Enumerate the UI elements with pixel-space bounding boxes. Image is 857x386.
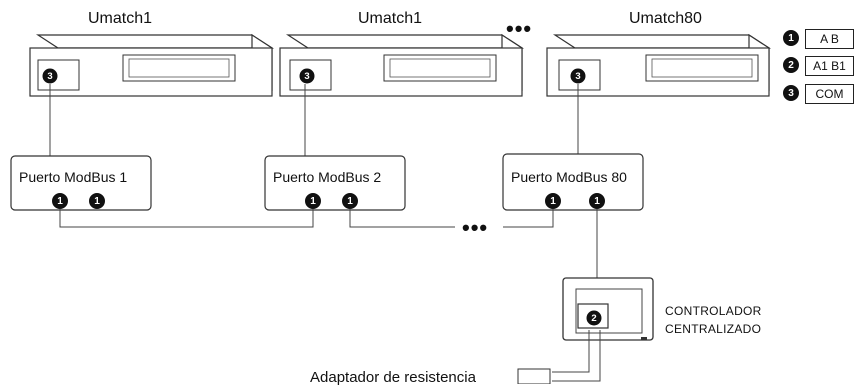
svg-text:3: 3 (575, 71, 580, 82)
port-box-1 (10, 155, 152, 211)
bus-wire-2-out (349, 209, 455, 228)
svg-text:1: 1 (94, 196, 100, 207)
indoor-unit-1 (29, 33, 275, 97)
units-ellipsis: ••• (506, 16, 533, 41)
port-2-terminal-marker-2: 1 (342, 193, 358, 209)
central-controller (562, 277, 654, 341)
svg-text:3: 3 (788, 88, 794, 99)
bus-wire-in-3 (503, 209, 554, 228)
port-label-2: Puerto ModBus 2 (273, 169, 382, 185)
svg-text:3: 3 (47, 71, 52, 82)
unit-2-com-marker: 3 (299, 68, 315, 84)
unit-label-2: Umatch1 (358, 10, 423, 27)
indoor-unit-2 (279, 33, 525, 97)
legend-box-1: A B (805, 29, 854, 49)
unit-label-1: Umatch1 (88, 10, 153, 27)
svg-text:1: 1 (347, 196, 353, 207)
port-3-terminal-marker-2: 1 (589, 193, 605, 209)
svg-text:1: 1 (594, 196, 600, 207)
svg-text:3: 3 (304, 71, 309, 82)
legend-marker-2: 2 (783, 57, 799, 73)
unit-label-3: Umatch80 (629, 10, 702, 27)
port-1-terminal-marker-2: 1 (89, 193, 105, 209)
svg-text:1: 1 (788, 33, 794, 44)
port-1-terminal-marker-1: 1 (52, 193, 68, 209)
svg-text:1: 1 (57, 196, 63, 207)
adapter-label: Adaptador de resistencia (310, 369, 476, 386)
svg-text:2: 2 (591, 313, 596, 324)
legend-box-2: A1 B1 (805, 56, 854, 76)
adapter-box (517, 368, 551, 384)
port-3-terminal-marker-1: 1 (545, 193, 561, 209)
port-box-2 (264, 155, 406, 211)
adapter-wire-b (552, 330, 601, 382)
legend-marker-1: 1 (783, 30, 799, 46)
unit-1-com-marker: 3 (42, 68, 58, 84)
controller-label-line2: CENTRALIZADO (665, 322, 762, 336)
legend-marker-3: 3 (783, 85, 799, 101)
svg-text:1: 1 (550, 196, 556, 207)
controller-label-line1: CONTROLADOR (665, 304, 762, 318)
adapter-wire-a (552, 330, 590, 373)
bus-wire-1-2 (59, 209, 314, 228)
svg-text:2: 2 (788, 60, 794, 71)
unit-3-com-marker: 3 (570, 68, 586, 84)
port-label-1: Puerto ModBus 1 (19, 169, 128, 185)
port-box-3 (502, 153, 644, 211)
port-2-terminal-marker-1: 1 (305, 193, 321, 209)
port-label-3: Puerto ModBus 80 (511, 169, 627, 185)
controller-terminal-marker: 2 (586, 310, 602, 326)
svg-text:1: 1 (310, 196, 316, 207)
indoor-unit-3 (546, 33, 772, 97)
legend-box-3: COM (805, 84, 854, 104)
bus-ellipsis: ••• (462, 215, 489, 240)
